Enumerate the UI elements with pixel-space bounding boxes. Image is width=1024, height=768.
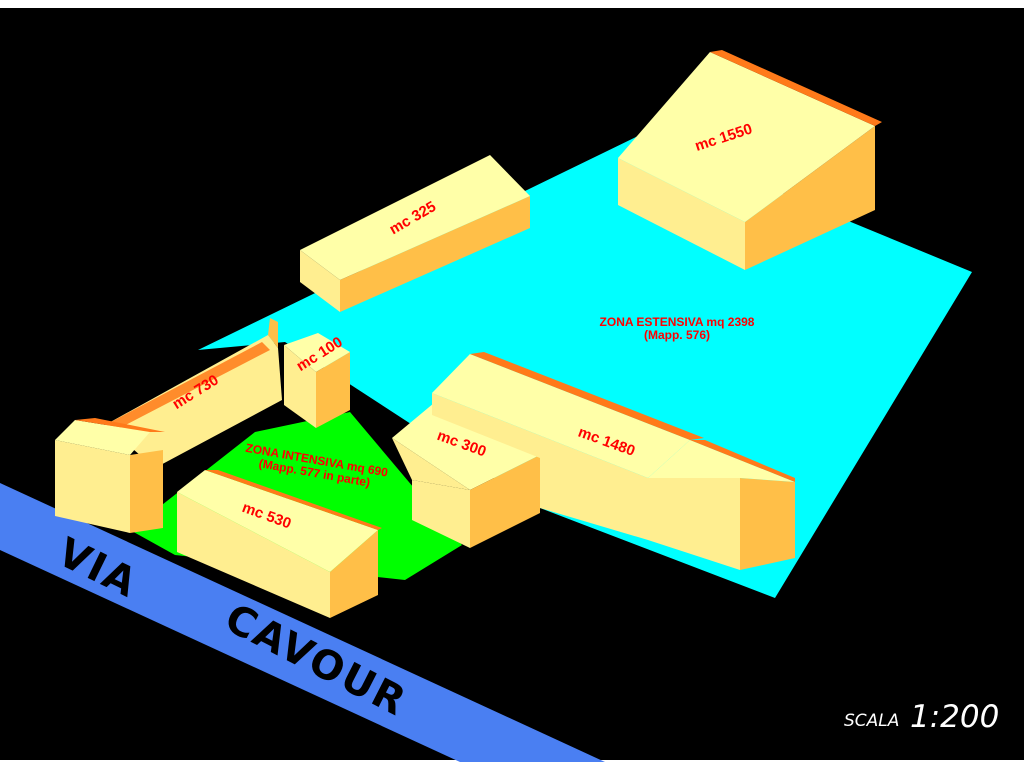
road-via-cavour (0, 483, 605, 762)
building-mc-530 (177, 470, 382, 618)
building-mc-730 (105, 318, 282, 468)
building-end-block-left (55, 418, 165, 533)
building-mc-1480 (432, 352, 795, 570)
scale-value: 1:200 (910, 699, 999, 735)
zone-estensiva-label-line2: (Mapp. 576) (644, 328, 710, 342)
scale-word: SCALA (844, 711, 899, 731)
building-mc-300 (392, 398, 540, 548)
zone-estensiva-label: ZONA ESTENSIVA mq 2398 (Mapp. 576) (600, 315, 755, 342)
building-mc-1550 (618, 50, 882, 270)
zone-estensiva-label-line1: ZONA ESTENSIVA mq 2398 (600, 315, 755, 329)
building-mc-100 (284, 333, 350, 428)
building-mc-325 (300, 155, 530, 312)
